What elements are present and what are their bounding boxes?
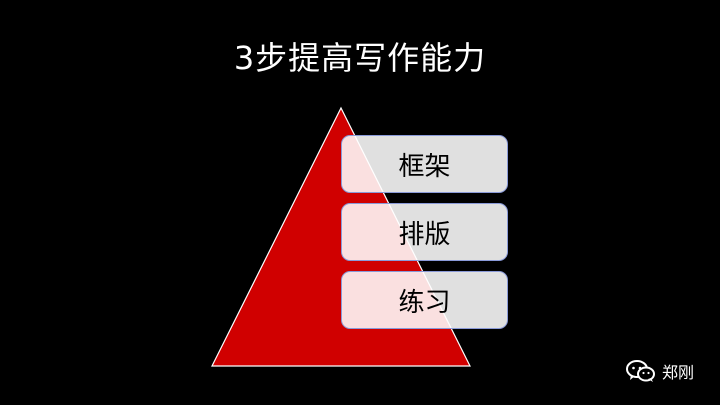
step-label: 框架 xyxy=(398,151,451,182)
author-name: 郑刚 xyxy=(662,363,695,382)
slide-title: 3步提高写作能力 xyxy=(233,39,487,77)
wechat-icon xyxy=(626,360,655,382)
step-box-practice: 练习 xyxy=(341,271,508,329)
step-box-layout: 排版 xyxy=(341,203,508,261)
step-box-framework: 框架 xyxy=(341,135,508,193)
step-label: 练习 xyxy=(398,287,451,318)
step-label: 排版 xyxy=(398,219,451,250)
author-watermark: 郑刚 xyxy=(626,359,694,383)
